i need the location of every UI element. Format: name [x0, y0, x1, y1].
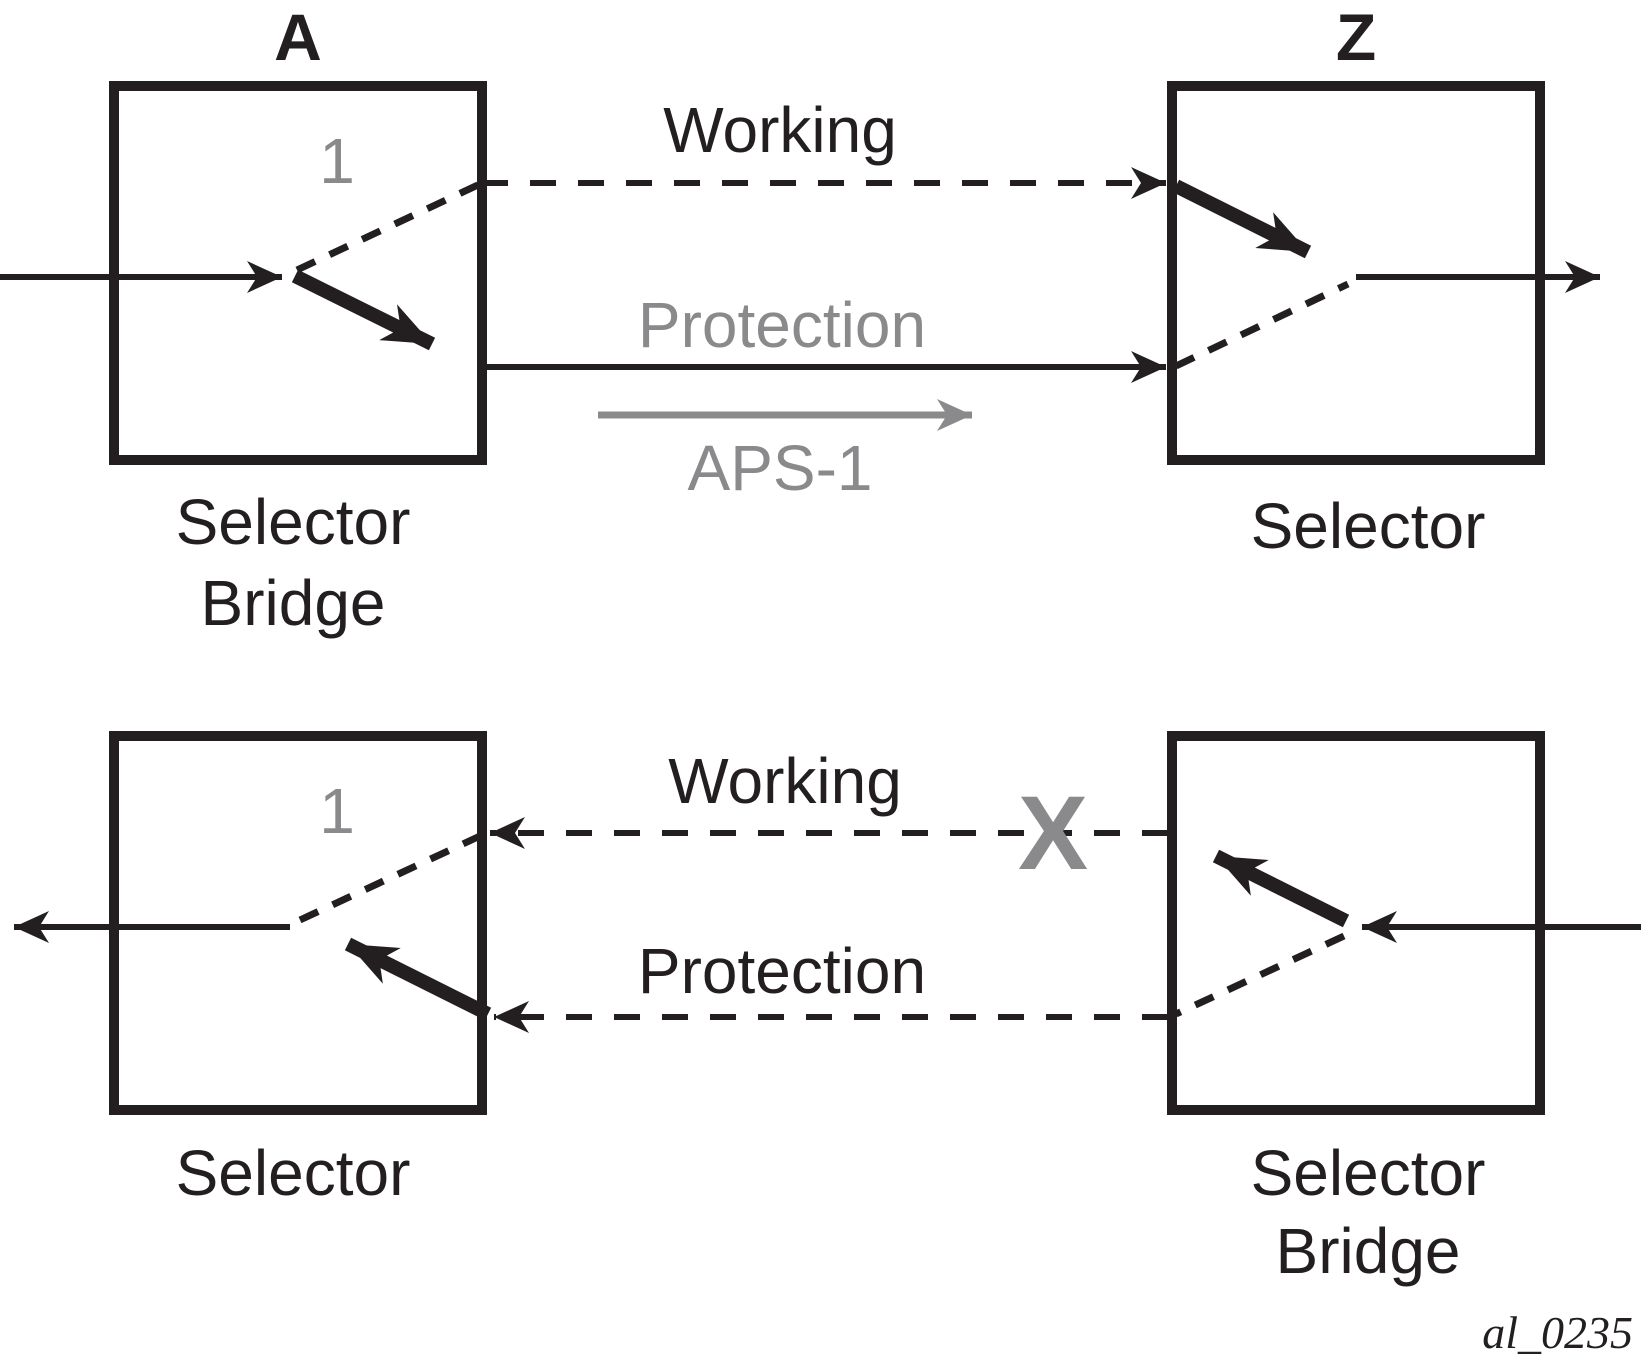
node-z-box	[1167, 81, 1545, 465]
working-label-bottom: Working	[668, 745, 902, 817]
protection-label-bottom: Protection	[638, 935, 926, 1007]
protection-label-top: Protection	[638, 289, 926, 361]
node-a-bridge-arrow	[291, 269, 436, 351]
node-a-port-label: 1	[319, 125, 355, 197]
node-z-protection-dash	[1174, 280, 1350, 370]
node-z-selector-arrow	[1172, 179, 1312, 259]
bottom-right-box	[1167, 731, 1545, 1115]
bottom-right-protection-dash	[1174, 932, 1346, 1018]
bottom-scenario: 1 Selector Working X Protection Selector…	[14, 731, 1641, 1287]
node-a-caption-line2: Bridge	[201, 567, 386, 639]
node-a-caption-line1: Selector	[176, 486, 411, 558]
working-label-top: Working	[663, 94, 897, 166]
aps-label: APS-1	[688, 432, 873, 504]
bottom-left-box	[109, 731, 487, 1115]
bottom-right-caption-line1: Selector	[1251, 1137, 1486, 1209]
node-z-title: Z	[1336, 0, 1376, 74]
node-a-box	[109, 81, 487, 465]
bottom-left-selector-arrow	[344, 937, 492, 1021]
bottom-left-port-label: 1	[319, 775, 355, 847]
bottom-left-caption: Selector	[176, 1137, 411, 1209]
top-scenario: A 1 Selector Bridge Working Protection A…	[0, 0, 1600, 639]
bottom-right-bridge-arrow	[1212, 849, 1350, 928]
node-z-caption: Selector	[1251, 490, 1486, 562]
failure-x-mark: X	[1018, 775, 1088, 892]
figure-code: al_0235	[1482, 1307, 1633, 1358]
node-a-title: A	[274, 0, 322, 74]
bottom-left-working-dash	[298, 832, 482, 924]
bottom-right-caption-line2: Bridge	[1276, 1215, 1461, 1287]
